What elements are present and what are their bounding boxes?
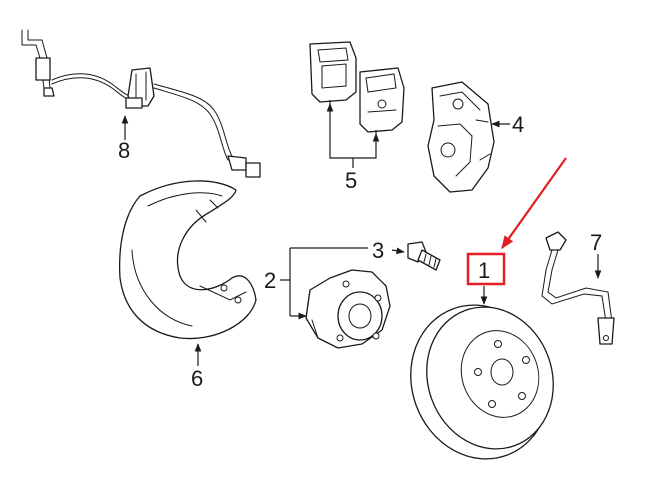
brake-caliper xyxy=(427,81,495,193)
callout-6: 6 xyxy=(191,366,203,391)
callout-8: 8 xyxy=(118,138,130,163)
hub-bolt xyxy=(407,241,441,271)
callout-5: 5 xyxy=(345,168,357,193)
brake-hose xyxy=(541,231,615,345)
wheel-hub xyxy=(305,269,391,349)
brake-pads xyxy=(309,41,405,133)
callout-3: 3 xyxy=(372,238,384,263)
highlight-box xyxy=(466,252,506,286)
callout-1: 1 xyxy=(478,258,490,283)
dust-shield xyxy=(118,180,257,340)
abs-sensor-wire xyxy=(21,29,261,178)
highlight-arrow xyxy=(501,157,567,250)
leader-3 xyxy=(391,247,405,255)
brake-disc xyxy=(410,304,554,460)
callout-4: 4 xyxy=(512,112,524,137)
callout-2: 2 xyxy=(264,268,276,293)
callout-7: 7 xyxy=(590,230,602,255)
